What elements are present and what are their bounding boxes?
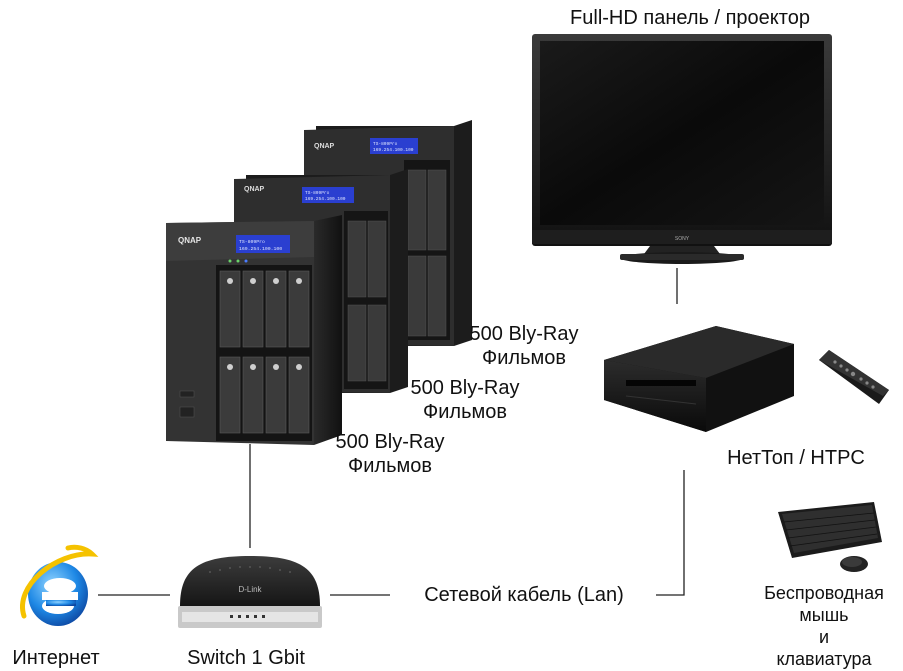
- svg-text:QNAP: QNAP: [178, 236, 202, 245]
- nas-back-label-line2: Фильмов: [482, 347, 566, 369]
- svg-text:TS-809Pro: TS-809Pro: [373, 141, 398, 147]
- svg-text:169.254.100.100: 169.254.100.100: [373, 147, 414, 153]
- internet-label: Интернет: [12, 647, 100, 669]
- internet-explorer-icon: [20, 544, 99, 626]
- svg-text:D-Link: D-Link: [238, 585, 262, 594]
- svg-text:QNAP: QNAP: [314, 143, 335, 150]
- svg-text:169.254.100.100: 169.254.100.100: [239, 246, 282, 252]
- wireless-label-line2: мышь: [799, 605, 849, 625]
- nas-middle-label-line2: Фильмов: [423, 401, 507, 423]
- nas-front-label-line2: Фильмов: [348, 455, 432, 477]
- nas-back-label: 500 Bly-Ray Фильмов: [464, 322, 584, 370]
- nas-front-label-line1: 500 Bly-Ray: [335, 431, 445, 453]
- tv-brand-text: SONY: [675, 236, 690, 242]
- svg-text:TS-809Pro: TS-809Pro: [239, 239, 265, 245]
- nas-middle-label-line1: 500 Bly-Ray: [410, 377, 520, 399]
- remote-control-icon: [819, 350, 889, 404]
- nas-front-label: 500 Bly-Ray Фильмов: [322, 430, 458, 478]
- switch-label: Switch 1 Gbit: [187, 647, 305, 669]
- keyboard-mouse-icon: [778, 502, 882, 572]
- panel-label: Full-HD панель / проектор: [570, 7, 810, 29]
- nas-middle-label: 500 Bly-Ray Фильмов: [397, 376, 533, 424]
- wireless-label-line1: Беспроводная: [764, 583, 884, 603]
- wireless-label-line3: и: [818, 627, 830, 647]
- svg-text:TS-809Pro: TS-809Pro: [305, 190, 330, 196]
- nas-back-label-line1: 500 Bly-Ray: [469, 323, 579, 345]
- wireless-label-line4: клавиатура: [776, 649, 872, 669]
- svg-text:QNAP: QNAP: [244, 186, 265, 193]
- tv-panel: SONY: [532, 34, 832, 264]
- lan-label: Сетевой кабель (Lan): [424, 584, 624, 606]
- network-switch: D-Link: [178, 556, 322, 628]
- nas-device-front: QNAP TS-809Pro 169.254.100.100: [166, 215, 342, 445]
- nettop-device: [604, 326, 794, 432]
- wireless-label: Беспроводная мышь и клавиатура: [746, 582, 902, 670]
- svg-text:169.254.100.100: 169.254.100.100: [305, 196, 346, 202]
- nettop-label: НетТоп / HTPC: [727, 447, 865, 469]
- lan-to-nettop-line: [656, 470, 685, 596]
